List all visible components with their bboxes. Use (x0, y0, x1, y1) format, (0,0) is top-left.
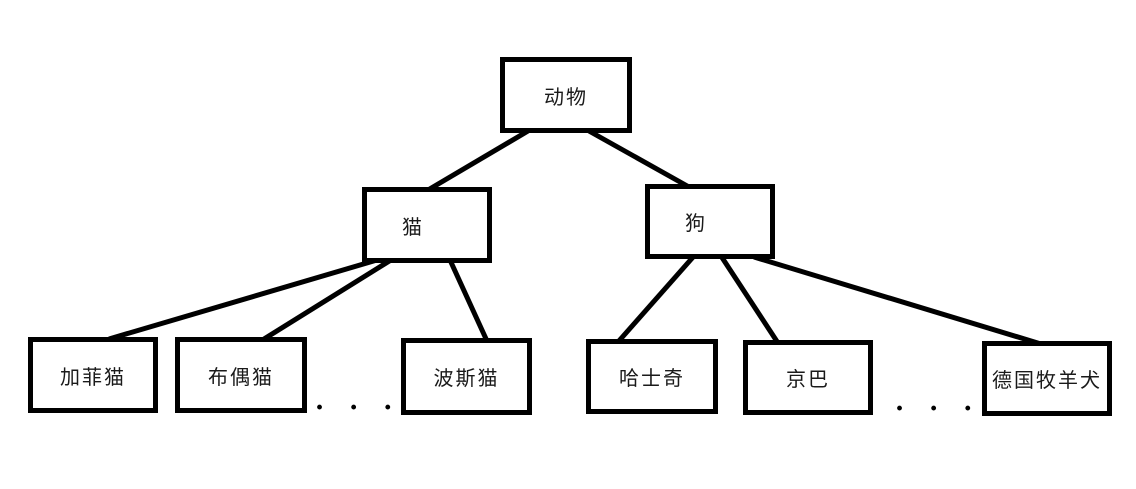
ellipsis-dogs-omitted: . . . (895, 387, 981, 417)
node-pekingese: 京巴 (743, 340, 873, 415)
node-garfield-cat-label: 加菲猫 (60, 364, 126, 389)
node-garfield-cat: 加菲猫 (28, 337, 158, 413)
node-animal-label: 动物 (544, 84, 588, 109)
edge-animal-dog (587, 128, 691, 190)
node-animal: 动物 (500, 57, 632, 133)
edge-animal-cat (426, 128, 530, 193)
edge-dog-husky (616, 254, 696, 344)
node-husky-label: 哈士奇 (619, 366, 685, 390)
node-persian-cat: 波斯猫 (401, 338, 532, 415)
node-ragdoll-cat-label: 布偶猫 (208, 364, 274, 389)
edge-cat-garfield (108, 257, 378, 342)
edge-cat-persian (447, 258, 490, 343)
node-german-shepherd-label: 德国牧羊犬 (992, 368, 1102, 392)
node-husky: 哈士奇 (586, 339, 718, 414)
node-persian-cat-label: 波斯猫 (433, 366, 500, 390)
node-cat: 猫 (362, 187, 492, 263)
node-pekingese-label: 京巴 (786, 367, 830, 391)
node-dog: 狗 (645, 184, 775, 259)
edge-cat-ragdoll (262, 257, 393, 342)
node-german-shepherd: 德国牧羊犬 (982, 341, 1112, 416)
edge-dog-pekingese (718, 254, 781, 345)
edge-dog-german-shepherd (753, 254, 1042, 347)
ellipsis-cats-omitted: . . . (315, 386, 401, 416)
node-dog-label: 狗 (685, 211, 707, 235)
node-ragdoll-cat: 布偶猫 (175, 337, 307, 413)
node-cat-label: 猫 (402, 214, 424, 239)
